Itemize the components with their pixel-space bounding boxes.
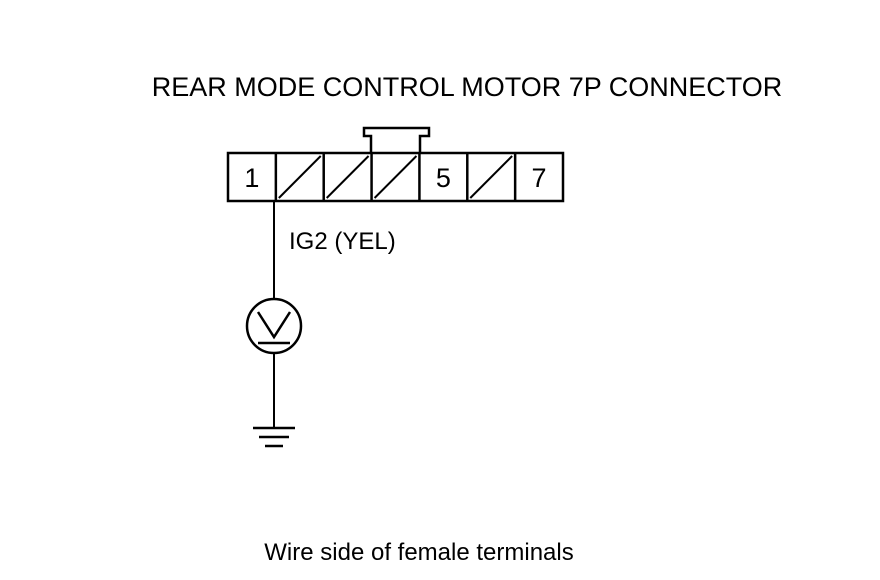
terminal-1-label: 1	[244, 163, 259, 193]
terminal-5-label: 5	[436, 163, 451, 193]
unused-terminal-slash	[326, 155, 370, 199]
connector-cells: 1 5 7	[244, 153, 547, 201]
ground-icon	[253, 426, 295, 448]
diagram-title: REAR MODE CONTROL MOTOR 7P CONNECTOR	[152, 72, 783, 102]
connector-lock-tab	[362, 126, 431, 153]
unused-terminal-slash	[373, 155, 418, 199]
unused-terminal-slash	[469, 155, 513, 199]
wire-label: IG2 (YEL)	[289, 228, 396, 255]
voltmeter-icon	[245, 297, 303, 355]
unused-terminal-slash	[278, 155, 322, 199]
diagram-caption: Wire side of female terminals	[264, 539, 573, 566]
terminal-7-label: 7	[532, 163, 547, 193]
